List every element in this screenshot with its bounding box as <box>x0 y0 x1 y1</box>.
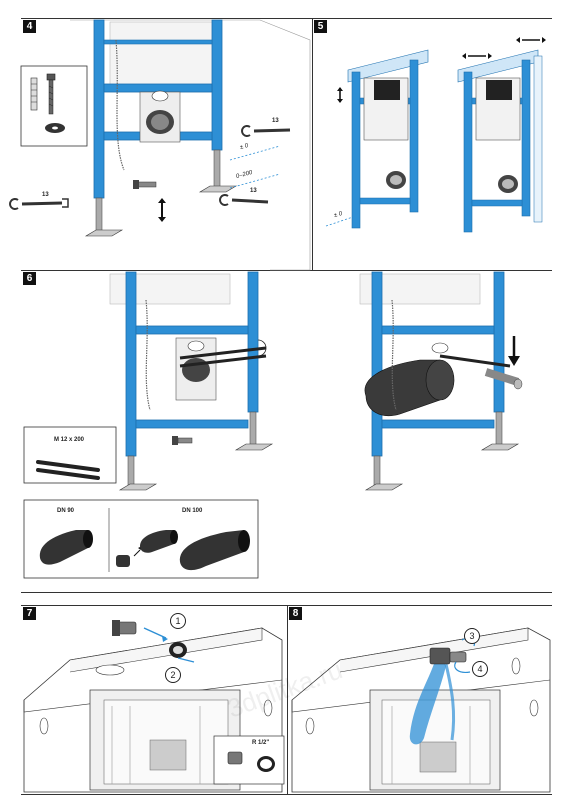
height-range-label: 0–200 <box>235 169 254 181</box>
separator-3 <box>21 605 552 606</box>
dn90-label: DN 90 <box>57 508 75 514</box>
dn100-label: DN 100 <box>182 508 203 514</box>
dn100-short-bend-icon <box>140 530 178 553</box>
step-7-number: 7 <box>23 607 36 620</box>
wrench-size-label-3: 13 <box>250 188 257 194</box>
dn90-bend-icon <box>39 530 93 565</box>
wrench-icon-left <box>9 198 69 210</box>
separator-top <box>21 18 552 19</box>
height-zero-label: ± 0 <box>239 143 249 151</box>
dn100-long-bend-icon <box>179 530 250 571</box>
thread-size-label: R 1/2" <box>252 740 270 746</box>
separator-1 <box>21 270 552 271</box>
step-7-callout-2: 2 <box>165 667 181 683</box>
step-8-callout-3: 3 <box>464 628 480 644</box>
installation-frame <box>84 19 238 237</box>
dn100-reducer-icon <box>116 546 142 567</box>
step-4-number: 4 <box>23 20 36 33</box>
step-5-number: 5 <box>314 20 327 33</box>
washer-icon <box>45 123 65 133</box>
wrench-size-label-2: 13 <box>272 118 279 124</box>
wrench-icon-right-top <box>241 125 291 137</box>
threaded-rod-icon <box>36 460 100 480</box>
step-8-number: 8 <box>289 607 302 620</box>
step-8-callout-4: 4 <box>472 661 488 677</box>
separator-vertical-45 <box>312 18 313 270</box>
separator-2 <box>21 592 552 593</box>
step-7-callout-1: 1 <box>170 613 186 629</box>
wrench-icon-right-bottom <box>219 194 269 206</box>
anchor-icon <box>30 77 38 111</box>
step-6-number: 6 <box>23 272 36 285</box>
height-zero-label-step5: ± 0 <box>333 211 343 219</box>
wrench-size-label-1: 13 <box>42 192 49 198</box>
separator-bottom <box>21 794 552 795</box>
separator-vertical-78 <box>287 605 288 794</box>
watermark: 3dplitka.ru <box>223 654 347 724</box>
screw-icon <box>46 73 56 115</box>
rods-size-label: M 12 x 200 <box>54 437 85 443</box>
